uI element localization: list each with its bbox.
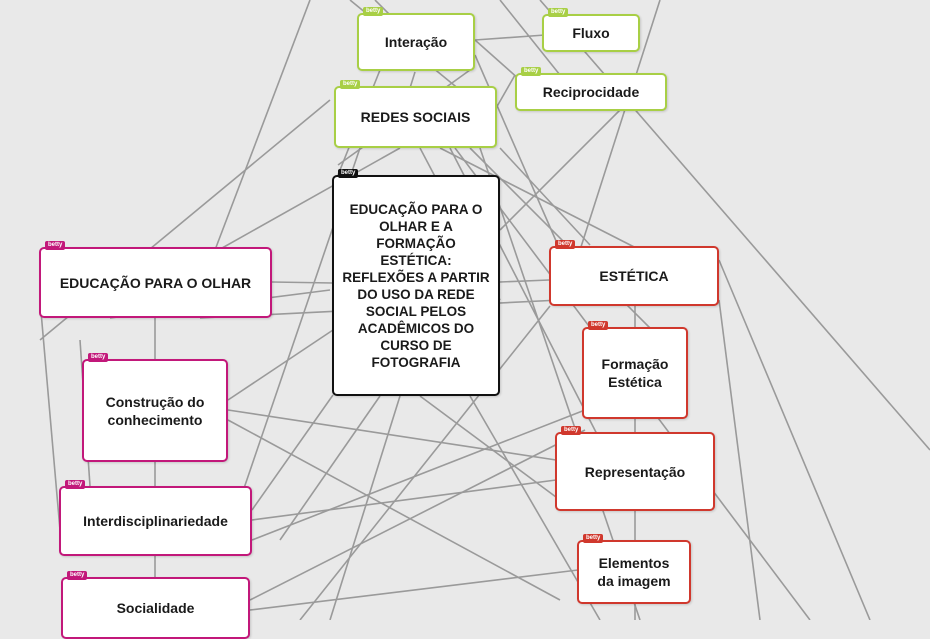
node-tag: betty	[588, 321, 609, 330]
connection-line	[251, 479, 557, 521]
node-tag: betty	[338, 169, 359, 178]
node-tag: betty	[45, 241, 66, 250]
node-label: Socialidade	[116, 600, 195, 616]
node-label: ESTÉTICA	[599, 268, 669, 284]
node-reciprocidade[interactable]: betty Reciprocidade	[515, 67, 667, 111]
connection-line	[499, 0, 561, 76]
node-tag: betty	[363, 7, 384, 16]
connection-line	[271, 281, 334, 284]
node-tag: betty	[88, 353, 109, 362]
concept-map: betty Interação betty Fluxo betty Recipr…	[39, 0, 930, 639]
node-tag: betty	[521, 67, 542, 76]
node-tag: betty	[583, 534, 604, 543]
node-label: Interação	[384, 34, 448, 50]
connection-line	[409, 71, 416, 89]
connection-lines	[39, 0, 930, 620]
connection-line	[439, 147, 641, 251]
node-interacao[interactable]: betty Interação	[357, 7, 475, 71]
connection-line	[329, 395, 401, 620]
node-fluxo[interactable]: betty Fluxo	[542, 8, 640, 52]
connection-line	[499, 109, 621, 231]
connection-line	[299, 305, 551, 620]
node-interdisciplinariedade[interactable]: betty Interdisciplinariedade	[59, 480, 252, 556]
connection-line	[227, 329, 334, 401]
connection-line	[499, 279, 550, 283]
node-socialidade[interactable]: betty Socialidade	[61, 571, 250, 639]
connection-line	[251, 409, 586, 541]
node-label: Representação	[584, 463, 686, 480]
connection-line	[279, 395, 381, 541]
connection-line	[494, 74, 516, 111]
node-label: Elementos da imagem	[597, 555, 671, 589]
connection-line	[214, 0, 311, 251]
connection-line	[227, 409, 557, 461]
node-label: Fluxo	[572, 25, 610, 41]
connection-line	[249, 429, 586, 601]
node-representacao[interactable]: betty Representação	[555, 426, 715, 511]
node-redes-sociais[interactable]: betty REDES SOCIAIS	[334, 80, 497, 148]
connection-line	[227, 419, 561, 601]
connection-line	[474, 34, 546, 41]
node-educacao-para-o-olhar[interactable]: betty EDUCAÇÃO PARA O OLHAR	[39, 241, 272, 318]
node-label: EDUCAÇÃO PARA O OLHAR	[59, 274, 252, 291]
node-label: Interdisciplinariedade	[83, 513, 228, 529]
connection-line	[39, 299, 61, 531]
node-estetica[interactable]: betty ESTÉTICA	[549, 240, 719, 306]
node-formacao-estetica[interactable]: betty Formação Estética	[582, 321, 688, 419]
node-label: Construção do conhecimento	[105, 393, 205, 428]
node-label: Reciprocidade	[542, 84, 640, 100]
node-label: EDUCAÇÃO PARA O OLHAR E A FORMAÇÃO ESTÉT…	[342, 201, 490, 370]
node-tag: betty	[548, 8, 569, 17]
node-tag: betty	[561, 426, 582, 435]
node-label: REDES SOCIAIS	[360, 109, 471, 125]
node-tag: betty	[555, 240, 576, 249]
node-tag: betty	[67, 571, 88, 580]
connection-line	[579, 0, 661, 251]
node-label: Formação Estética	[601, 356, 669, 390]
connection-line	[214, 147, 401, 253]
node-tag: betty	[65, 480, 86, 489]
connection-line	[499, 147, 591, 246]
connection-line	[474, 39, 521, 81]
node-tag: betty	[340, 80, 361, 89]
connection-line	[718, 259, 871, 620]
connection-line	[718, 299, 761, 620]
connection-line	[249, 569, 579, 611]
connection-line	[251, 394, 334, 511]
node-elementos-da-imagem[interactable]: betty Elementos da imagem	[577, 534, 691, 604]
node-central-theme[interactable]: betty EDUCAÇÃO PARA O OLHAR E A FORMAÇÃO…	[332, 169, 500, 396]
node-construcao-do-conhecimento[interactable]: betty Construção do conhecimento	[82, 353, 228, 462]
connection-line	[419, 395, 561, 501]
